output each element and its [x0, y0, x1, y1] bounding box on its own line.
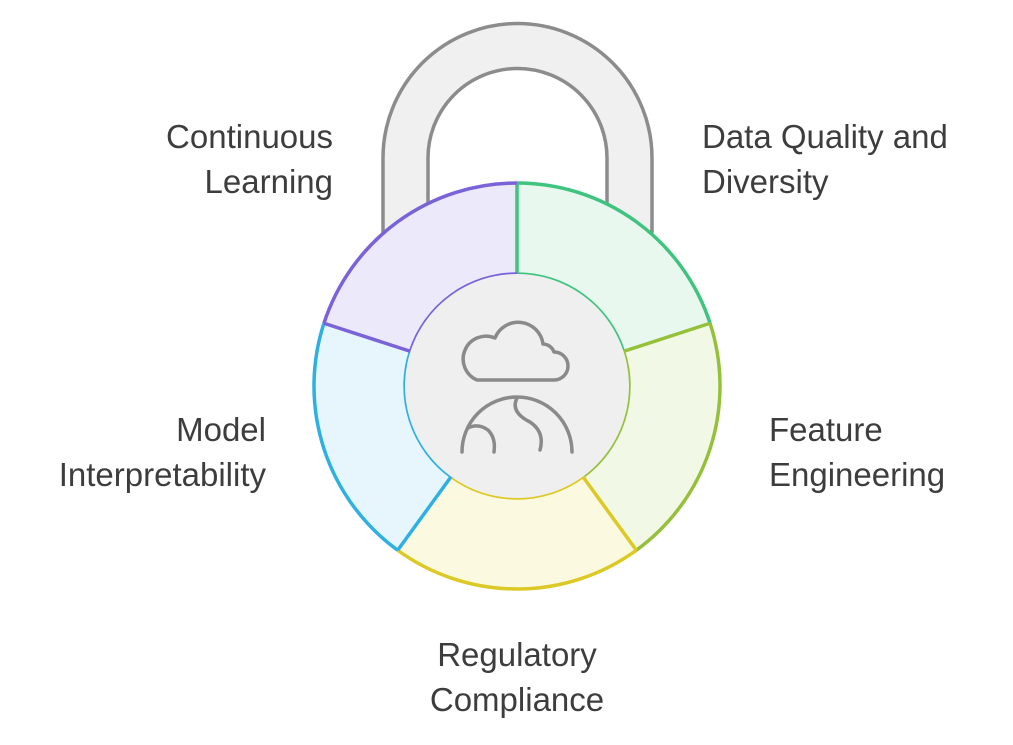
segment-divider-feature-engineering — [622, 321, 711, 354]
label-continuous-learning: Continuous Learning — [166, 118, 333, 200]
segment-model-interpretability — [314, 323, 452, 551]
segment-divider-continuous-learning — [323, 321, 412, 354]
brain-icon — [460, 395, 574, 454]
label-data-quality-and-diversity: Data Quality and Diversity — [702, 118, 948, 200]
segment-outer-arc-model-interpretability — [312, 322, 399, 552]
cloud-icon — [461, 320, 570, 382]
label-feature-engineering: Feature Engineering — [769, 411, 946, 493]
center-disc — [405, 274, 629, 498]
segment-outer-arc-continuous-learning — [322, 181, 518, 324]
padlock-shackle — [381, 21, 654, 234]
label-regulatory-compliance: Regulatory Compliance — [429, 636, 605, 718]
segment-outer-arc-data-quality — [516, 181, 712, 324]
segment-regulatory-compliance — [397, 476, 637, 590]
segment-continuous-learning — [323, 183, 517, 352]
segment-outer-arc-regulatory-compliance — [396, 548, 638, 591]
segment-divider-regulatory-compliance — [581, 475, 638, 552]
segment-outer-arc-feature-engineering — [635, 322, 722, 552]
segment-feature-engineering — [582, 323, 720, 551]
label-model-interpretability: Model Interpretability — [58, 411, 266, 493]
segment-data-quality — [517, 183, 711, 352]
segment-inner-arc-regulatory-compliance — [450, 475, 584, 500]
segment-divider-model-interpretability — [396, 475, 453, 552]
